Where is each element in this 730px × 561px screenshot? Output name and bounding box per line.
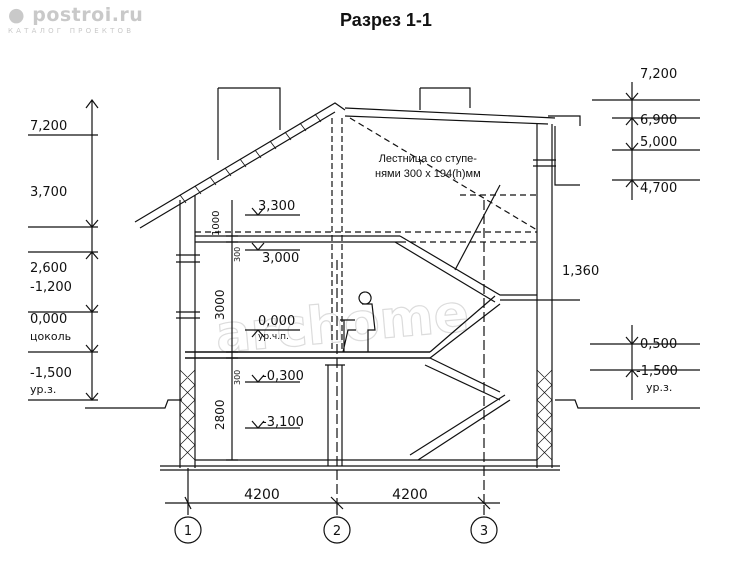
left-level-eave-top: 3,700 — [30, 185, 67, 200]
left-level-ground: -1,500 — [30, 366, 72, 381]
stair-leader — [454, 184, 501, 271]
left-level-upper-window-top: 2,600 — [30, 261, 67, 276]
roof-tiles — [179, 113, 322, 204]
left-dim-arrows — [85, 99, 99, 401]
right-level-top: 7,200 — [640, 67, 677, 82]
right-dim-ticks — [500, 99, 700, 371]
axis-label-2: 2 — [333, 524, 341, 539]
left-level-ground-floor-note: цоколь — [30, 330, 71, 343]
foundation-bottom — [160, 465, 560, 471]
attic-slab — [195, 235, 400, 243]
axis-label-1: 1 — [184, 524, 192, 539]
basement-stair-flight — [409, 357, 511, 461]
right-dim-arrows — [625, 92, 639, 378]
inner-level-first-floor-bottom: -0,300 — [262, 369, 304, 384]
axis-bubble-1 — [174, 516, 202, 544]
right-wall — [536, 124, 553, 468]
chimney-right — [419, 87, 471, 110]
first-floor-slab — [185, 351, 430, 359]
dim-attic-floor: 1000 — [211, 211, 222, 236]
dim-span-left: 4200 — [244, 487, 280, 503]
dim-floor-slab-upper: 300 — [233, 247, 242, 262]
stair-note-line-1: Лестница со ступе- — [378, 153, 477, 165]
left-level-labels: 7,200 3,700 2,600 -1,200 0,000 цоколь -1… — [30, 119, 72, 396]
axis-bubble-2 — [323, 516, 351, 544]
inner-vertical-dims — [226, 200, 238, 461]
inner-level-foundation: -3,100 — [262, 415, 304, 430]
axis-label-3: 3 — [480, 524, 488, 539]
right-level-ground: -1,500 — [636, 364, 678, 379]
axis-labels: 1 2 3 — [184, 524, 488, 539]
ground-line-left — [85, 399, 182, 409]
inner-level-marks — [245, 207, 300, 429]
upper-left-window — [176, 254, 200, 319]
right-level-eave: 5,000 — [640, 135, 677, 150]
left-wall — [179, 195, 196, 468]
interior-column — [325, 364, 345, 466]
dim-basement-height: 2800 — [213, 399, 227, 430]
building-lines — [28, 82, 700, 510]
chimney-left — [217, 87, 281, 160]
logo-subtitle: КАТАЛОГ ПРОЕКТОВ — [8, 27, 135, 35]
left-level-upper-window-bottom: -1,200 — [30, 280, 72, 295]
dim-span-right: 4200 — [392, 487, 428, 503]
left-level-ridge: 7,200 — [30, 119, 67, 134]
inner-level-first-floor: 0,000 — [258, 314, 295, 329]
axis-markers — [174, 468, 498, 544]
person-figure — [340, 291, 376, 353]
ground-line-right — [555, 399, 700, 409]
upper-stair-flight — [394, 235, 537, 303]
roof-left-slope — [134, 102, 346, 229]
left-level-ground-note: ур.з. — [30, 383, 56, 396]
right-level-ground-note: ур.з. — [646, 381, 672, 394]
attic-dashed-lines — [195, 117, 538, 243]
left-dim-ticks — [28, 134, 98, 401]
right-window — [533, 159, 556, 167]
site-logo[interactable]: ● postroi.ru КАТАЛОГ ПРОЕКТОВ — [8, 4, 143, 35]
dim-floor-slab-lower: 300 — [233, 370, 242, 385]
right-level-landing: 1,360 — [562, 264, 599, 279]
roof-overhang-right — [548, 115, 581, 186]
stair-note: Лестница со ступе- нями 300 x 194(h)мм — [375, 152, 481, 182]
left-wall-hatch — [179, 369, 196, 461]
inner-level-second-floor-top: 3,300 — [258, 199, 295, 214]
inner-level-labels: 3,300 3,000 0,000 ур.ч.п. -0,300 -3,100 — [258, 199, 304, 430]
right-level-plinth: 0,500 — [640, 337, 677, 352]
inner-level-second-floor: 3,000 — [262, 251, 299, 266]
stair-note-line-2: нями 300 x 194(h)мм — [375, 168, 481, 180]
horizontal-dim-line — [165, 496, 500, 510]
ridge-post — [331, 118, 343, 352]
right-wall-hatch — [536, 369, 553, 461]
left-level-ground-floor: 0,000 — [30, 312, 67, 327]
right-level-ridge: 6,900 — [640, 113, 677, 128]
inner-level-first-floor-note: ур.ч.п. — [258, 332, 289, 342]
logo-circle-icon: ● — [8, 4, 26, 26]
logo-text: ● postroi.ru — [8, 4, 144, 26]
watermark: archome — [213, 284, 471, 366]
right-level-labels: 7,200 6,900 5,000 4,700 1,360 0,500 -1,5… — [562, 67, 678, 394]
horizontal-dim-labels: 4200 4200 — [244, 487, 428, 503]
dim-first-floor-height: 3000 — [213, 289, 227, 320]
roof-right-slope — [344, 107, 556, 125]
axis-bubble-3 — [470, 516, 498, 544]
right-level-wall-top: 4,700 — [640, 181, 677, 196]
vertical-dim-labels: 1000 300 3000 300 2800 — [211, 211, 242, 430]
drawing-title: Разрез 1-1 — [340, 10, 432, 30]
